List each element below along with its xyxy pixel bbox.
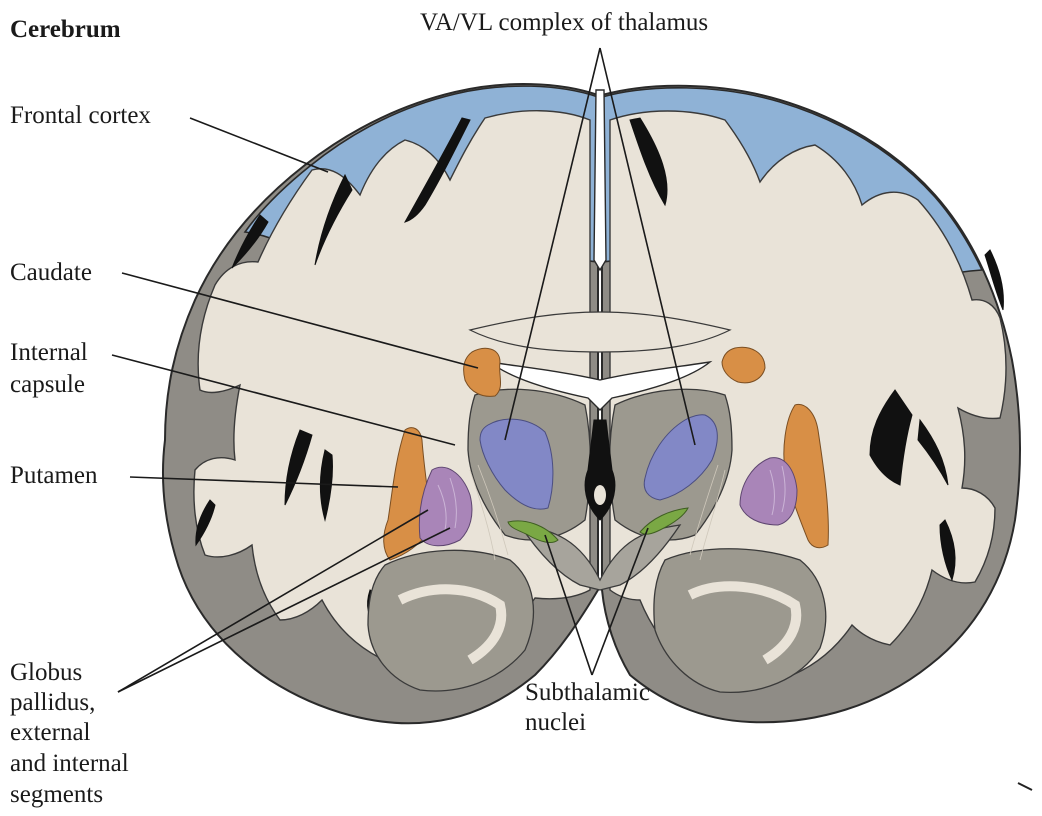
label-caudate: Caudate [10,259,92,286]
label-globus-line4: and internal [10,750,129,777]
label-globus-line1: Globus [10,659,82,686]
leader-frontal-cortex [190,118,328,172]
label-thalamus: VA/VL complex of thalamus [420,9,708,36]
label-frontal-cortex: Frontal cortex [10,102,151,129]
label-subthalamic-line1: Subthalamic [525,679,650,706]
label-globus-line5: segments [10,781,103,808]
label-internal-capsule-line2: capsule [10,371,85,398]
label-internal-capsule-line1: Internal [10,339,88,366]
diagram-title: Cerebrum [10,16,121,43]
label-globus-line2: pallidus, [10,689,95,716]
label-globus-line3: external [10,719,91,746]
label-putamen: Putamen [10,462,98,489]
third-ventricle-highlight [594,485,606,505]
stray-pen-mark [1018,783,1032,790]
longitudinal-fissure [594,90,606,270]
label-subthalamic-line2: nuclei [525,709,586,736]
brain-section [163,84,1020,723]
